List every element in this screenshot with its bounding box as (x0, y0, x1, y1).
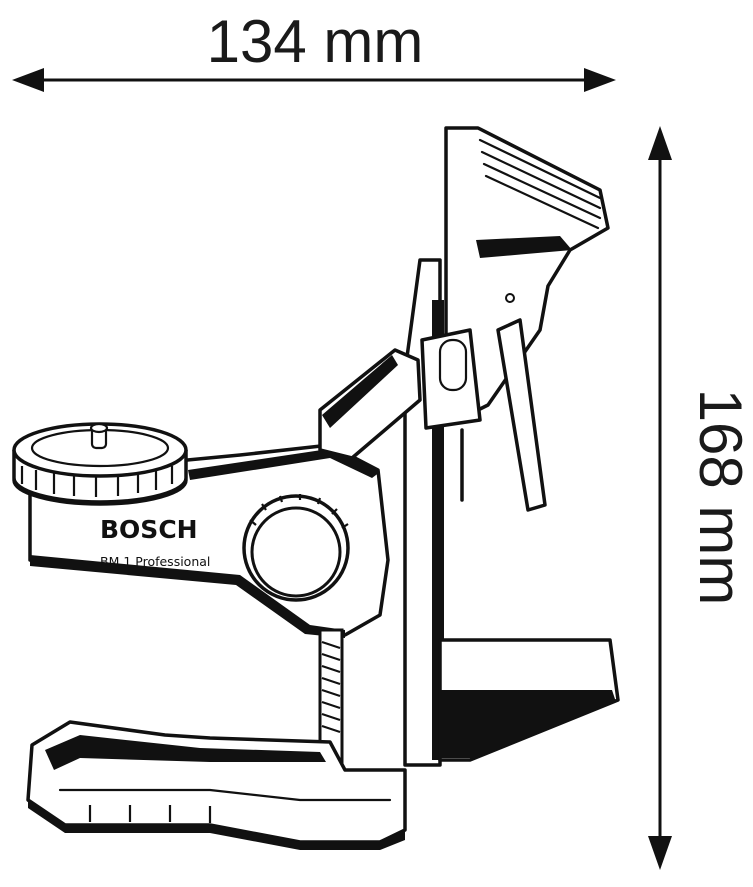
clamp-grip-ribs (478, 138, 602, 230)
arm-bottom-edge (30, 555, 345, 638)
wall-mount-illustration: BOSCH BM 1 Professional (12, 126, 620, 850)
base-foot-shadow (28, 800, 405, 850)
arm-dark-edge (188, 448, 380, 480)
base-foot-inner (45, 735, 326, 770)
slider-slot (438, 338, 468, 392)
height-dimension: 168 mm (648, 126, 753, 870)
connector-shadow (322, 355, 398, 428)
clamp-jaw-shadow (476, 236, 572, 258)
width-dimension: 134 mm (12, 8, 616, 92)
base-foot-ribs (88, 805, 212, 823)
rotating-disk (12, 422, 188, 506)
clamp-lever (496, 318, 547, 512)
slider-housing (420, 328, 482, 430)
width-label: 134 mm (207, 8, 424, 75)
base-foot-ridge (58, 788, 392, 802)
disk-teeth (20, 466, 174, 497)
height-arrow-bottom-icon (648, 836, 672, 870)
arm-connector (318, 348, 422, 460)
clamp-pin (505, 293, 515, 303)
width-arrow-left-icon (12, 68, 44, 92)
height-label: 168 mm (687, 389, 753, 606)
height-arrow-top-icon (648, 126, 672, 160)
back-plate-shadow (440, 690, 616, 758)
brand-logo-text: BOSCH (100, 515, 198, 544)
adjustment-knob (242, 494, 350, 602)
model-label: BM 1 Professional (100, 554, 210, 569)
width-arrow-right-icon (584, 68, 616, 92)
